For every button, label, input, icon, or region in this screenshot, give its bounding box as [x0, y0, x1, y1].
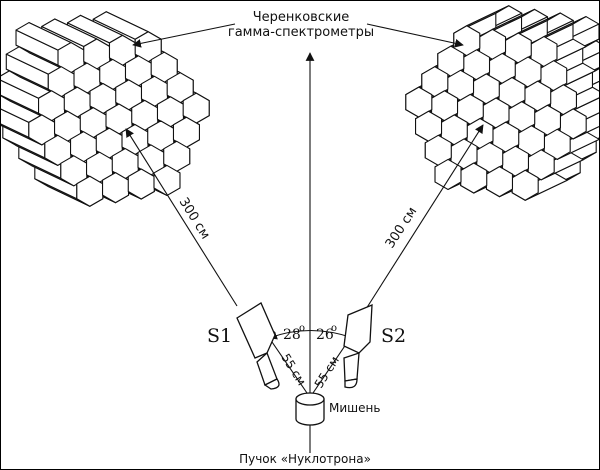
beam-label: Пучок «Нуклотрона» [239, 452, 371, 466]
right-cherenkov-spectrometer [405, 5, 599, 201]
angle-degree-left: o [299, 323, 305, 334]
title-line-2: гамма-спектрометры [228, 25, 374, 40]
counter-label-s2: S2 [381, 325, 406, 347]
short-distance-label-right: 55 см [312, 354, 342, 391]
flight-line-left [125, 128, 238, 307]
counter-s2 [343, 304, 373, 389]
target-cylinder [295, 392, 325, 426]
crystal-front-face [434, 158, 462, 190]
distance-label-right: 300 см [383, 205, 421, 252]
title-arrow-left [132, 23, 236, 48]
target-label: Мишень [329, 401, 380, 415]
angle-label-left: 28 [283, 327, 301, 343]
left-cherenkov-spectrometer [1, 11, 210, 207]
title-line-1: Черенковские [253, 10, 350, 25]
title-arrow-right [366, 23, 464, 48]
counter-s1 [236, 302, 280, 390]
counter-label-s1: S1 [207, 325, 232, 347]
angle-degree-right: o [331, 323, 337, 334]
short-distance-label-left: 55 см [278, 351, 308, 388]
angle-label-right: 26 [316, 327, 334, 343]
angle-arc [268, 329, 354, 340]
distance-label-left: 300 см [176, 195, 213, 242]
flight-line-right [365, 124, 484, 310]
